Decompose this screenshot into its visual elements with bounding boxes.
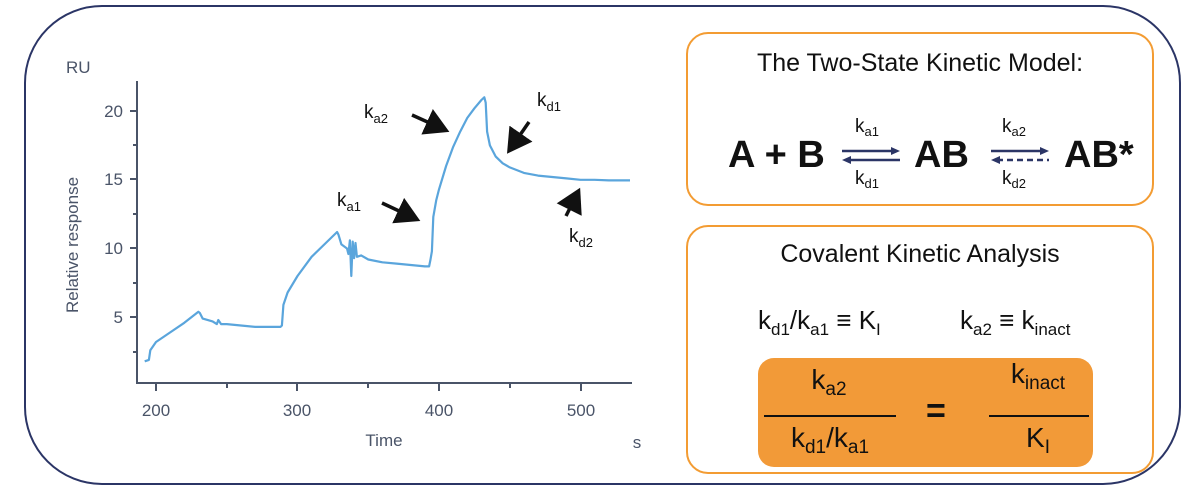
- y-unit-label: RU: [66, 58, 91, 77]
- analysis-title: Covalent Kinetic Analysis: [780, 240, 1060, 268]
- right-numerator: kinact: [1010, 358, 1066, 394]
- product-ab-star: AB*: [1064, 134, 1134, 176]
- ki-definition: kd1/ka1 ≡ KI: [758, 305, 881, 339]
- reaction-equation: A + B ka1 kd1 AB ka2 kd2 AB*: [688, 114, 1152, 204]
- equilibrium-arrows-2-icon: [991, 147, 1049, 164]
- left-denominator: kd1/ka1: [790, 422, 870, 458]
- label-ka1: ka1: [337, 190, 361, 214]
- x-tick-500: 500: [567, 401, 595, 420]
- x-tick-300: 300: [283, 401, 311, 420]
- right-fraction-bar: [989, 415, 1089, 417]
- x-axis: [137, 382, 632, 391]
- arrow-ka2-icon: [411, 109, 450, 135]
- kinact-definition: ka2 ≡ kinact: [960, 305, 1071, 339]
- two-state-model-box: The Two-State Kinetic Model: A + B ka1 k…: [686, 32, 1154, 206]
- y-tick-10: 10: [104, 239, 123, 258]
- right-denominator: KI: [1026, 422, 1050, 458]
- k-a1-label: ka1: [855, 116, 879, 139]
- sensorgram-curve: [144, 96, 630, 363]
- sensorgram-chart: RU 20 15 10 5 Relative response 200 300 …: [63, 58, 642, 452]
- y-tick-5: 5: [114, 308, 123, 327]
- covalent-analysis-box: Covalent Kinetic Analysis kd1/ka1 ≡ KI k…: [686, 225, 1154, 474]
- equilibrium-arrows-1-icon: [842, 147, 900, 164]
- y-axis: [130, 81, 138, 384]
- x-tick-200: 200: [142, 401, 170, 420]
- model-title: The Two-State Kinetic Model:: [756, 49, 1084, 77]
- y-tick-15: 15: [104, 170, 123, 189]
- reactants: A + B: [728, 134, 825, 176]
- x-axis-title: Time: [365, 431, 402, 450]
- equals-sign: =: [926, 392, 946, 430]
- intermediate-ab: AB: [914, 134, 969, 176]
- label-ka2: ka2: [364, 102, 388, 126]
- label-kd1: kd1: [537, 90, 561, 114]
- label-kd2: kd2: [569, 226, 593, 250]
- k-d1-label: kd1: [855, 168, 879, 191]
- y-axis-title: Relative response: [63, 177, 82, 313]
- left-numerator: ka2: [811, 364, 847, 400]
- left-fraction-bar: [764, 415, 896, 417]
- arrow-ka1-icon: [381, 197, 421, 224]
- k-a2-label: ka2: [1002, 116, 1026, 139]
- x-unit-label: s: [633, 433, 642, 452]
- x-tick-400: 400: [425, 401, 453, 420]
- k-d2-label: kd2: [1002, 168, 1026, 191]
- arrow-kd2-icon: [556, 187, 582, 217]
- efficiency-equation-highlight: ka2 kd1/ka1 = kinact KI: [758, 358, 1093, 467]
- outer-frame: [24, 5, 1181, 485]
- arrow-kd1-icon: [507, 121, 533, 154]
- y-tick-20: 20: [104, 102, 123, 121]
